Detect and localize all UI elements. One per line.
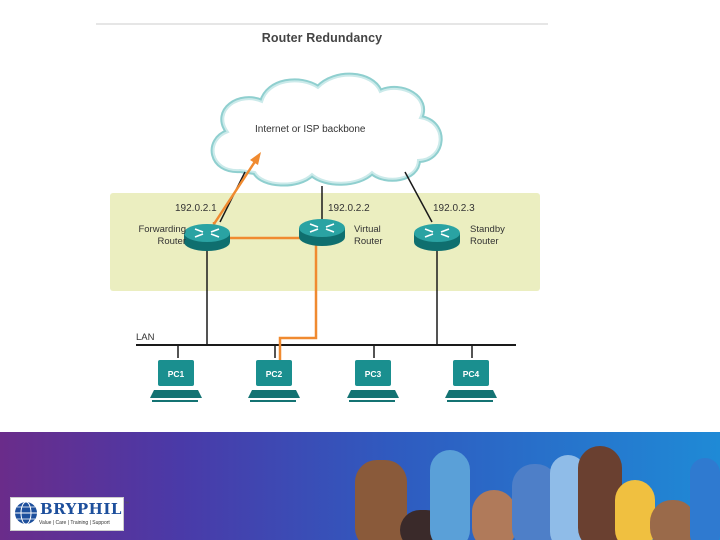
photo-pillar — [650, 500, 696, 540]
logo-trademark: ™ — [124, 501, 129, 507]
pc-icon — [248, 360, 300, 402]
router-name-2-line1: Virtual — [354, 224, 381, 235]
pc-icon — [347, 360, 399, 402]
cloud-label: Internet or ISP backbone — [255, 124, 366, 135]
diagram-title: Router Redundancy — [261, 31, 383, 45]
logo-name: BRYPHIL — [40, 500, 122, 518]
pc-label-4: PC4 — [462, 369, 480, 379]
lan-label: LAN — [136, 332, 155, 343]
pc-icon — [445, 360, 497, 402]
pc-label-2: PC2 — [265, 369, 283, 379]
globe-icon — [15, 501, 37, 525]
router-icon — [184, 224, 230, 251]
router-name-3: Standby Router — [470, 224, 530, 248]
top-divider — [96, 23, 548, 25]
router-name-1-line2: Router — [157, 236, 186, 247]
photo-pillar — [578, 446, 622, 540]
network-diagram — [136, 72, 516, 402]
router-name-3-line2: Router — [470, 236, 499, 247]
photo-pillar — [615, 480, 655, 540]
router-ip-2: 192.0.2.2 — [328, 203, 370, 214]
cloud-icon — [210, 72, 443, 187]
photo-pillar — [472, 490, 516, 540]
router-name-1: Forwarding Router — [118, 224, 186, 248]
arrow-head-icon — [250, 152, 261, 165]
router-icon — [414, 224, 460, 251]
photo-pillar — [690, 458, 720, 540]
router-name-1-line1: Forwarding — [138, 224, 186, 235]
traffic-path-uplink — [212, 159, 258, 225]
pc-icon — [150, 360, 202, 402]
pc-label-3: PC3 — [364, 369, 382, 379]
pc-label-1: PC1 — [167, 369, 185, 379]
company-logo: BRYPHIL ™ Value | Care | Training | Supp… — [10, 497, 129, 531]
photo-pillar — [430, 450, 470, 540]
router-ip-3: 192.0.2.3 — [433, 203, 475, 214]
router-name-3-line1: Standby — [470, 224, 505, 235]
router-name-2-line2: Router — [354, 236, 383, 247]
router-ip-1: 192.0.2.1 — [175, 203, 217, 214]
router-icon — [299, 219, 345, 246]
logo-tagline: Value | Care | Training | Support — [39, 520, 110, 526]
uplink-wire-3 — [404, 171, 433, 223]
photo-pillar — [355, 460, 407, 540]
router-name-2: Virtual Router — [354, 224, 414, 248]
